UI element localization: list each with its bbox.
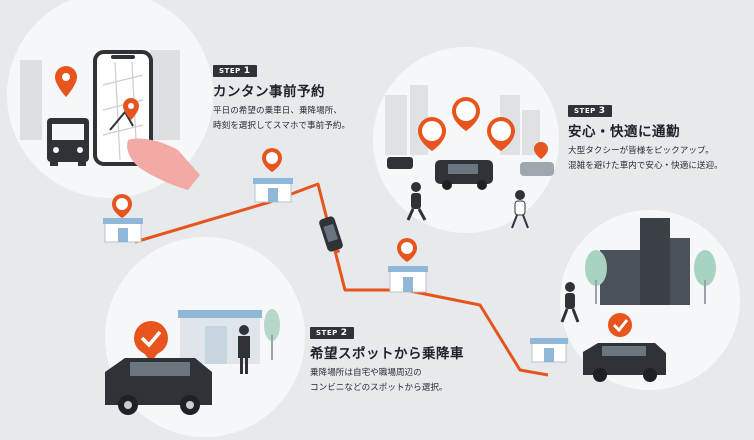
taxi-on-route-icon [319, 216, 343, 254]
spot-store-2 [253, 148, 293, 203]
step3-description: 大型タクシーが皆様をピックアップ。 混雑を避けた車内で安心・快適に送迎。 [568, 146, 723, 171]
person-walking-icon [511, 190, 529, 229]
person-standing-icon [238, 325, 250, 374]
phone-pin-icon [123, 98, 139, 120]
smartphone-icon [93, 50, 153, 166]
passenger-pin-icon [418, 117, 446, 151]
person-walking-icon [560, 282, 580, 323]
taxi-icon [105, 358, 212, 415]
car-icon [387, 157, 413, 169]
step2-description: 乗降場所は自宅や職場周辺の コンビニなどのスポットから選択。 [310, 368, 448, 393]
destination-scene [560, 218, 716, 382]
step1-title: カンタン事前予約 [213, 84, 325, 100]
spot-store-3 [388, 238, 428, 293]
taxi-icon [583, 343, 666, 382]
person-walking-icon [406, 182, 427, 221]
passenger-pin-icon [487, 117, 515, 151]
step1-description: 平日の希望の乗車日、乗降場所、 時刻を選択してスマホで事前予約。 [213, 106, 350, 131]
passenger-pin-icon [452, 97, 480, 131]
step3-title: 安心・快適に通勤 [568, 124, 680, 140]
step2-title: 希望スポットから乗降車 [310, 346, 464, 362]
hand-icon [127, 138, 200, 190]
step3-scene [385, 85, 554, 229]
location-pin-icon [55, 66, 77, 97]
step2-scene [105, 309, 280, 415]
check-pin-icon [608, 313, 632, 337]
car-icon [520, 162, 554, 176]
spot-store-1 [103, 194, 143, 243]
spot-store-4 [530, 338, 568, 363]
step1-scene [20, 50, 200, 190]
check-pin-icon [134, 321, 168, 362]
